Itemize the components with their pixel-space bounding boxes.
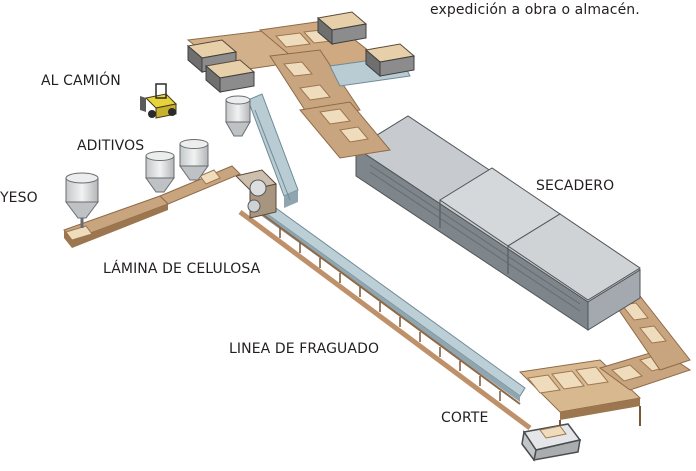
- label-corte: CORTE: [441, 410, 489, 426]
- additive-silo-3: [225, 95, 251, 137]
- caption-fragment: expedición a obra o almacén.: [430, 2, 640, 18]
- setting-line: [238, 197, 532, 431]
- additive-feed-line: [159, 165, 241, 205]
- label-linea-fraguado: LINEA DE FRAGUADO: [229, 341, 380, 357]
- gypsum-feed-line: [63, 195, 169, 248]
- additive-silo-1: [145, 151, 175, 193]
- board-pallets: [186, 11, 416, 94]
- label-secadero: SECADERO: [536, 178, 615, 194]
- label-lamina-celulosa: LÁMINA DE CELULOSA: [103, 261, 261, 277]
- additive-silo-2: [179, 139, 209, 181]
- mixer-unit: [235, 169, 277, 219]
- label-al-camion: AL CAMIÓN: [41, 73, 121, 89]
- dryer: [355, 115, 641, 331]
- setting-line-rollers: [279, 228, 501, 401]
- label-yeso: YESO: [0, 190, 38, 206]
- cutting-waste-bin: [521, 423, 582, 462]
- inclined-belt: [247, 93, 299, 208]
- gypsum-silo: [65, 172, 99, 228]
- forklift: [140, 83, 178, 119]
- label-aditivos: ADITIVOS: [77, 138, 145, 154]
- top-conveyors: [186, 19, 411, 159]
